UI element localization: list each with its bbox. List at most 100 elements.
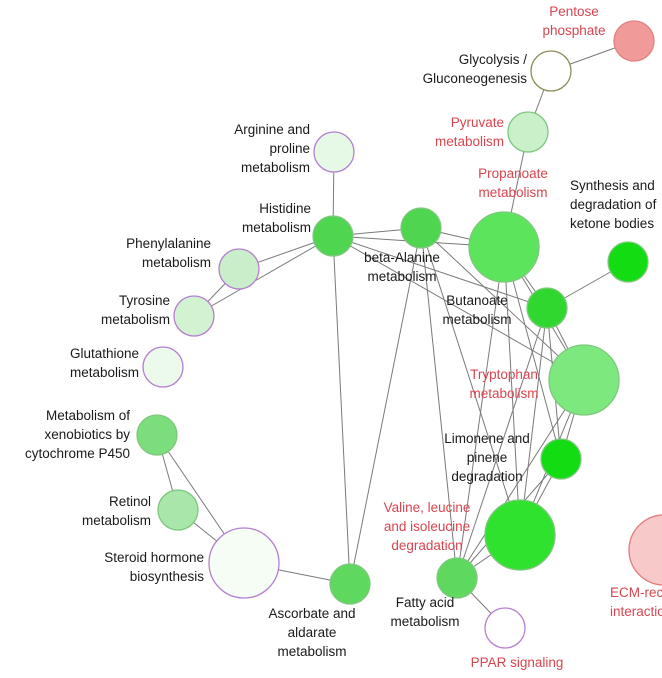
label-glycolysis-line-1: Gluconeogenesis [423,71,528,86]
label-ascorbate-line-0: Ascorbate and [268,606,355,621]
node-steroid[interactable] [208,527,280,599]
node-ketone[interactable] [607,241,649,283]
node-glycolysis[interactable] [530,50,572,92]
edge-butanoate-valine [519,307,548,536]
label-retinol-line-0: Retinol [109,494,151,509]
label-ppar-line-0: PPAR signaling [471,655,564,670]
label-tryptophan-line-0: Tryptophan [470,367,538,382]
label-histidine-line-1: metabolism [242,220,311,235]
label-limonene-line-0: Limonene and [444,431,530,446]
label-ketone-line-0: Synthesis and [570,178,655,193]
label-limonene-line-2: degradation [451,469,522,484]
label-ketone: Synthesis and degradation of ketone bodies [570,178,657,231]
node-valine[interactable] [484,499,556,571]
label-glutathione-line-0: Glutathione [70,346,139,361]
label-xenobiotics-line-1: xenobiotics by [44,427,130,442]
label-propanoate: Propanoate metabolism [478,166,548,200]
node-ecm[interactable] [628,514,662,586]
label-ecm: ECM-receptorinteraction [610,585,662,619]
label-ecm-line-1: interaction [610,604,662,619]
label-limonene: Limonene and pinene degradation [444,431,530,484]
edge-betaalanine-valine [420,227,521,536]
label-tryptophan-line-1: metabolism [469,386,538,401]
node-tryptophan[interactable] [548,344,620,416]
label-fattyacid-line-0: Fatty acid [396,595,455,610]
edge-butanoate-fattyacid [456,307,548,579]
label-pyruvate-line-0: Pyruvate [451,115,504,130]
node-glutathione[interactable] [142,346,184,388]
label-glycolysis-line-0: Glycolysis / [459,52,528,67]
label-glutathione-line-1: metabolism [70,365,139,380]
edge-histidine-tyrosine [193,235,334,317]
node-pyruvate[interactable] [507,111,549,153]
label-valine-line-2: degradation [391,538,462,553]
label-ketone-line-1: degradation of [570,197,657,212]
node-ppar[interactable] [484,607,526,649]
node-layer [136,20,662,649]
label-propanoate-line-0: Propanoate [478,166,548,181]
edge-propanoate-valine [503,246,521,536]
edge-betaalanine-fattyacid [420,227,458,579]
node-propanoate[interactable] [468,211,540,283]
node-tyrosine[interactable] [173,295,215,337]
node-fattyacid[interactable] [436,557,478,599]
label-xenobiotics-line-0: Metabolism of [46,408,130,423]
node-butanoate[interactable] [526,287,568,329]
label-betaalanine-line-0: beta-Alanine [364,250,440,265]
node-pentose[interactable] [613,20,655,62]
node-retinol[interactable] [157,489,199,531]
edge-betaalanine-ascorbate [349,227,422,585]
node-betaalanine[interactable] [400,207,442,249]
node-phenylalanine[interactable] [218,248,260,290]
label-pentose: Pentose phosphate [542,4,605,38]
label-ketone-line-2: ketone bodies [570,216,654,231]
label-tyrosine-line-0: Tyrosine [119,293,170,308]
label-phenylalanine: Phenylalanine metabolism [126,236,211,270]
label-histidine: Histidine metabolism [242,201,311,235]
label-arginine-line-1: proline [269,141,310,156]
label-phenylalanine-line-1: metabolism [142,255,211,270]
label-pyruvate: Pyruvate metabolism [435,115,504,149]
label-arginine: Arginine and proline metabolism [234,122,310,175]
label-arginine-line-2: metabolism [241,160,310,175]
label-steroid-line-1: biosynthesis [130,569,205,584]
label-ascorbate-line-1: aldarate [288,625,337,640]
label-pentose-line-0: Pentose [549,4,599,19]
label-ppar: PPAR signaling [471,655,564,670]
label-limonene-line-1: pinene [467,450,508,465]
edge-tryptophan-fattyacid [456,379,585,579]
label-fattyacid-line-1: metabolism [390,614,459,629]
label-valine-line-0: Valine, leucine [384,500,471,515]
edge-propanoate-fattyacid [456,246,505,579]
edge-histidine-ascorbate [332,235,351,585]
label-pentose-line-1: phosphate [542,23,605,38]
node-xenobiotics[interactable] [136,414,178,456]
label-histidine-line-0: Histidine [259,201,311,216]
label-fattyacid: Fatty acid metabolism [390,595,459,629]
label-xenobiotics-line-2: cytochrome P450 [25,446,130,461]
label-phenylalanine-line-0: Phenylalanine [126,236,211,251]
label-glutathione: Glutathione metabolism [70,346,139,380]
label-butanoate-line-1: metabolism [442,312,511,327]
label-butanoate-line-0: Butanoate [446,293,508,308]
node-histidine[interactable] [312,215,354,257]
label-ascorbate: Ascorbate and aldarate metabolism [268,606,355,659]
node-arginine[interactable] [313,131,355,173]
label-propanoate-line-1: metabolism [478,185,547,200]
edge-histidine-tryptophan [332,235,585,381]
label-xenobiotics: Metabolism of xenobiotics by cytochrome P4… [25,408,130,461]
node-limonene[interactable] [540,438,582,480]
node-ascorbate[interactable] [329,563,371,605]
label-arginine-line-0: Arginine and [234,122,310,137]
label-pyruvate-line-1: metabolism [435,134,504,149]
label-butanoate: Butanoate metabolism [442,293,511,327]
label-valine: Valine, leucine and isoleucine degradation [384,500,471,553]
label-valine-line-1: and isoleucine [384,519,470,534]
label-ascorbate-line-2: metabolism [277,644,346,659]
